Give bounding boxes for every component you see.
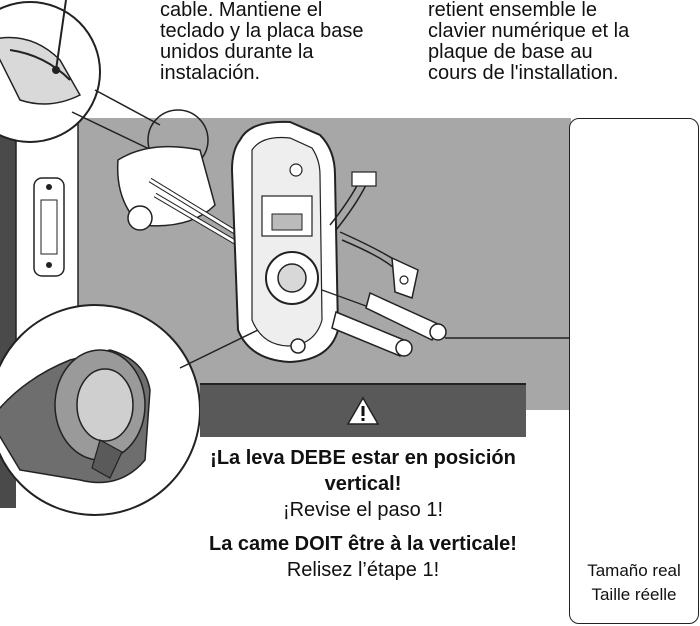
callout-spanish: cable. Mantiene el teclado y la placa ba…	[160, 0, 363, 84]
callout-es-line: teclado y la placa base	[160, 20, 364, 42]
top-magnifier	[0, 0, 101, 143]
actual-size-es: Tamaño real	[587, 561, 681, 580]
strike-screw-icon	[46, 262, 52, 268]
callout-fr-line: cours de l'installation.	[428, 62, 619, 84]
callout-es-line: unidos durante la	[160, 41, 314, 63]
warning-es-bold: ¡La leva DEBE estar en posición vertical…	[210, 447, 516, 495]
strike-screw-icon	[46, 184, 52, 190]
cable-connector	[329, 171, 419, 299]
callout-fr-line: retient ensemble le	[428, 0, 597, 21]
interior-assembly	[230, 120, 340, 364]
cam-magnifier	[0, 304, 259, 516]
callout-fr-line: plaque de base au	[428, 41, 593, 63]
warning-text: ¡La leva DEBE estar en posición vertical…	[200, 437, 526, 583]
warning-es-normal: ¡Revise el paso 1!	[282, 499, 444, 521]
warning-fr-bold: La came DOIT être à la verticale!	[209, 533, 517, 555]
warning-fr-normal: Relisez l’étape 1!	[286, 559, 440, 581]
callout-french: retient ensemble le clavier numérique et…	[428, 0, 629, 84]
warning-triangle-icon	[346, 396, 380, 425]
latch-back-plate	[116, 145, 242, 248]
strike-opening	[40, 199, 58, 255]
warning-header	[200, 383, 526, 437]
callout-es-line: instalación.	[160, 62, 261, 84]
callout-es-line: cable. Mantiene el	[160, 0, 323, 21]
actual-size-fr: Taille réelle	[591, 585, 677, 604]
warning-box: ¡La leva DEBE estar en posición vertical…	[200, 383, 526, 626]
mounting-screws	[321, 289, 447, 358]
callout-fr-line: clavier numérique et la	[428, 20, 630, 42]
actual-size-box: Tamaño real Taille réelle	[569, 118, 699, 624]
